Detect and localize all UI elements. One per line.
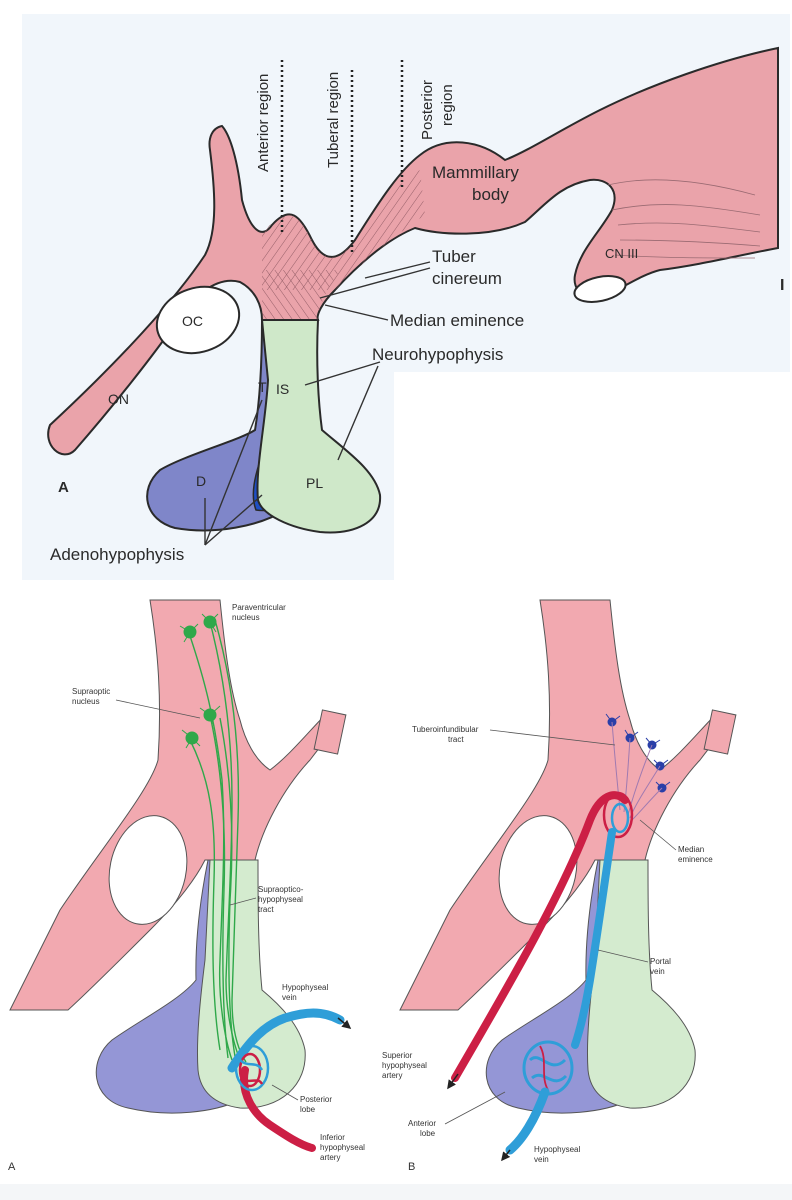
portal-vein-pointer (597, 949, 649, 963)
panel-b-label: B (408, 1161, 415, 1173)
supraoptic-label-2: nucleus (72, 697, 100, 706)
br-hypophyseal-vein-label-2: vein (534, 1155, 549, 1164)
anterior-region-label: Anterior region (255, 74, 272, 172)
cn3-fibers (607, 179, 761, 259)
median-eminence-br-pointer (639, 819, 677, 851)
tuber-cinereum-label-2: cinereum (432, 269, 502, 288)
cn3-label: CN III (605, 246, 638, 261)
tuber-pointer-2 (319, 267, 431, 299)
is-label: IS (276, 381, 289, 397)
panel-a-top-label: A (58, 479, 69, 496)
supraoptico-hypophyseal-tract-fibers (187, 619, 247, 1063)
br-artery-tip-arrow (447, 1073, 459, 1090)
br-portal-vein (571, 828, 616, 1049)
pl-label: PL (306, 475, 323, 491)
cn3-cut-end (573, 275, 627, 303)
tract-label-1: Supraoptico- (258, 885, 304, 894)
br-pink-top-right (703, 709, 737, 755)
tuber-cinereum-label-1: Tuber (432, 247, 476, 266)
adeno-pointer-2 (204, 399, 263, 546)
posterior-region-label-1: Posterior (419, 80, 436, 140)
on-label: ON (108, 391, 129, 407)
bottom-right-diagram: Tuberoinfundibular tract Median eminence… (382, 599, 737, 1173)
bl-optic-chiasm (108, 815, 188, 925)
t-label: T (258, 379, 267, 395)
inferior-artery-label-2: hypophyseal (320, 1143, 365, 1152)
anterior-lobe-pointer (444, 1091, 506, 1125)
portal-vein-label-1: Portal (650, 957, 671, 966)
median-pointer (324, 304, 389, 321)
anterior-lobe-label-1: Anterior (408, 1119, 436, 1128)
paraventricular-label-1: Paraventricular (232, 603, 286, 612)
superior-artery-label-3: artery (382, 1071, 402, 1080)
mammillary-body-label-1: Mammillary (432, 163, 519, 182)
neurohypophysis-shape (256, 319, 382, 534)
paraventricular-label-2: nucleus (232, 613, 260, 622)
bl-pink-top-right (313, 709, 347, 755)
tract-pointer (229, 897, 257, 906)
d-label: D (196, 473, 206, 489)
tuber-pointer-1 (364, 261, 431, 279)
posterior-region-label-2: region (439, 84, 456, 126)
tubero-label-1: Tuberoinfundibular (412, 725, 479, 734)
hypophyseal-vein-label-1: Hypophyseal (282, 983, 328, 992)
neurohypophysis-label: Neurohypophysis (372, 345, 503, 364)
neuro-pointer-2 (337, 365, 379, 461)
superior-artery-label-1: Superior (382, 1051, 413, 1060)
top-diagram-blank-area (394, 372, 792, 584)
inferior-artery-label-3: artery (320, 1153, 340, 1162)
br-posterior-lobe (586, 859, 696, 1109)
optic-chiasm (155, 285, 241, 355)
supraoptic-pointer (115, 699, 201, 719)
bottom-strip (0, 1184, 792, 1200)
bl-capillary-plexus (234, 1044, 270, 1092)
hypophyseal-vein-label-2: vein (282, 993, 297, 1002)
bl-inferior-artery (240, 1066, 316, 1152)
anterior-lobe-label-2: lobe (420, 1129, 436, 1138)
tract-label-3: tract (258, 905, 274, 914)
bl-posterior-lobe (196, 859, 306, 1109)
adenohypophysis-label: Adenohypophysis (50, 545, 184, 564)
posterior-lobe-label-2: lobe (300, 1105, 316, 1114)
edge-label: I (780, 277, 784, 294)
tubero-pointer (489, 729, 616, 746)
panel-a-bottom-label: A (8, 1161, 16, 1173)
br-hypothalamus (399, 599, 731, 1011)
median-eminence-hatch (262, 270, 340, 320)
adeno-pointer-3 (204, 494, 263, 546)
br-hypophyseal-vein-label-1: Hypophyseal (534, 1145, 580, 1154)
neuro-pointer-1 (304, 361, 381, 386)
bl-vein-arrow (337, 1017, 352, 1029)
tuber-cinereum-hatch (262, 170, 425, 290)
br-primary-plexus (602, 791, 634, 839)
tuberal-region-label: Tuberal region (325, 72, 342, 168)
oc-label: OC (182, 313, 203, 329)
tubero-label-2: tract (448, 735, 464, 744)
portal-vein-label-2: vein (650, 967, 665, 976)
bottom-left-diagram: Paraventricular nucleus Supraoptic nucle… (8, 599, 365, 1173)
superior-artery-label-2: hypophyseal (382, 1061, 427, 1070)
bl-green-neurons (179, 613, 221, 749)
br-hypophyseal-vein (505, 1087, 550, 1155)
br-vein-arrow (501, 1149, 511, 1162)
median-eminence-label: Median eminence (390, 311, 524, 330)
inferior-artery-label-1: Inferior (320, 1133, 345, 1142)
mammillary-body-label-2: body (472, 185, 509, 204)
br-superior-artery (451, 791, 629, 1082)
median-eminence-br-label-2: eminence (678, 855, 713, 864)
bl-hypothalamus (9, 599, 341, 1011)
median-eminence-br-label-1: Median (678, 845, 704, 854)
posterior-lobe-pointer (271, 1084, 299, 1101)
tract-label-2: hypophyseal (258, 895, 303, 904)
top-diagram: Anterior region Tuberal region Posterior… (22, 14, 792, 584)
posterior-lobe-label-1: Posterior (300, 1095, 332, 1104)
supraoptic-label-1: Supraoptic (72, 687, 110, 696)
